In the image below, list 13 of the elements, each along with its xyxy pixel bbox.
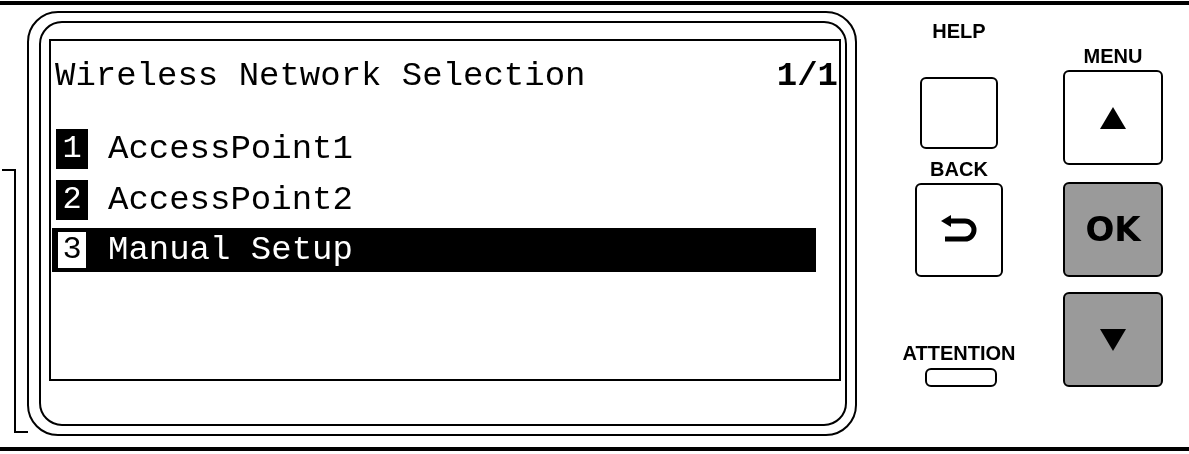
button-caption: ATTENTION (901, 342, 1017, 366)
menu-item: AccessPoint1 (108, 129, 354, 169)
button-caption: HELP (931, 20, 987, 44)
menu-item: AccessPoint2 (108, 180, 354, 220)
menu-item: Manual Setup (108, 230, 354, 270)
page-indicator: 1/1 (775, 56, 838, 96)
item-number: 3 (56, 230, 88, 270)
item-number: 1 (56, 129, 88, 169)
ok-button: OK (1063, 182, 1163, 277)
button-caption: MENU (1082, 45, 1144, 69)
item-number: 2 (56, 180, 88, 220)
screen-title: Wireless Network Selection (55, 56, 587, 96)
button-caption: BACK (929, 158, 989, 182)
